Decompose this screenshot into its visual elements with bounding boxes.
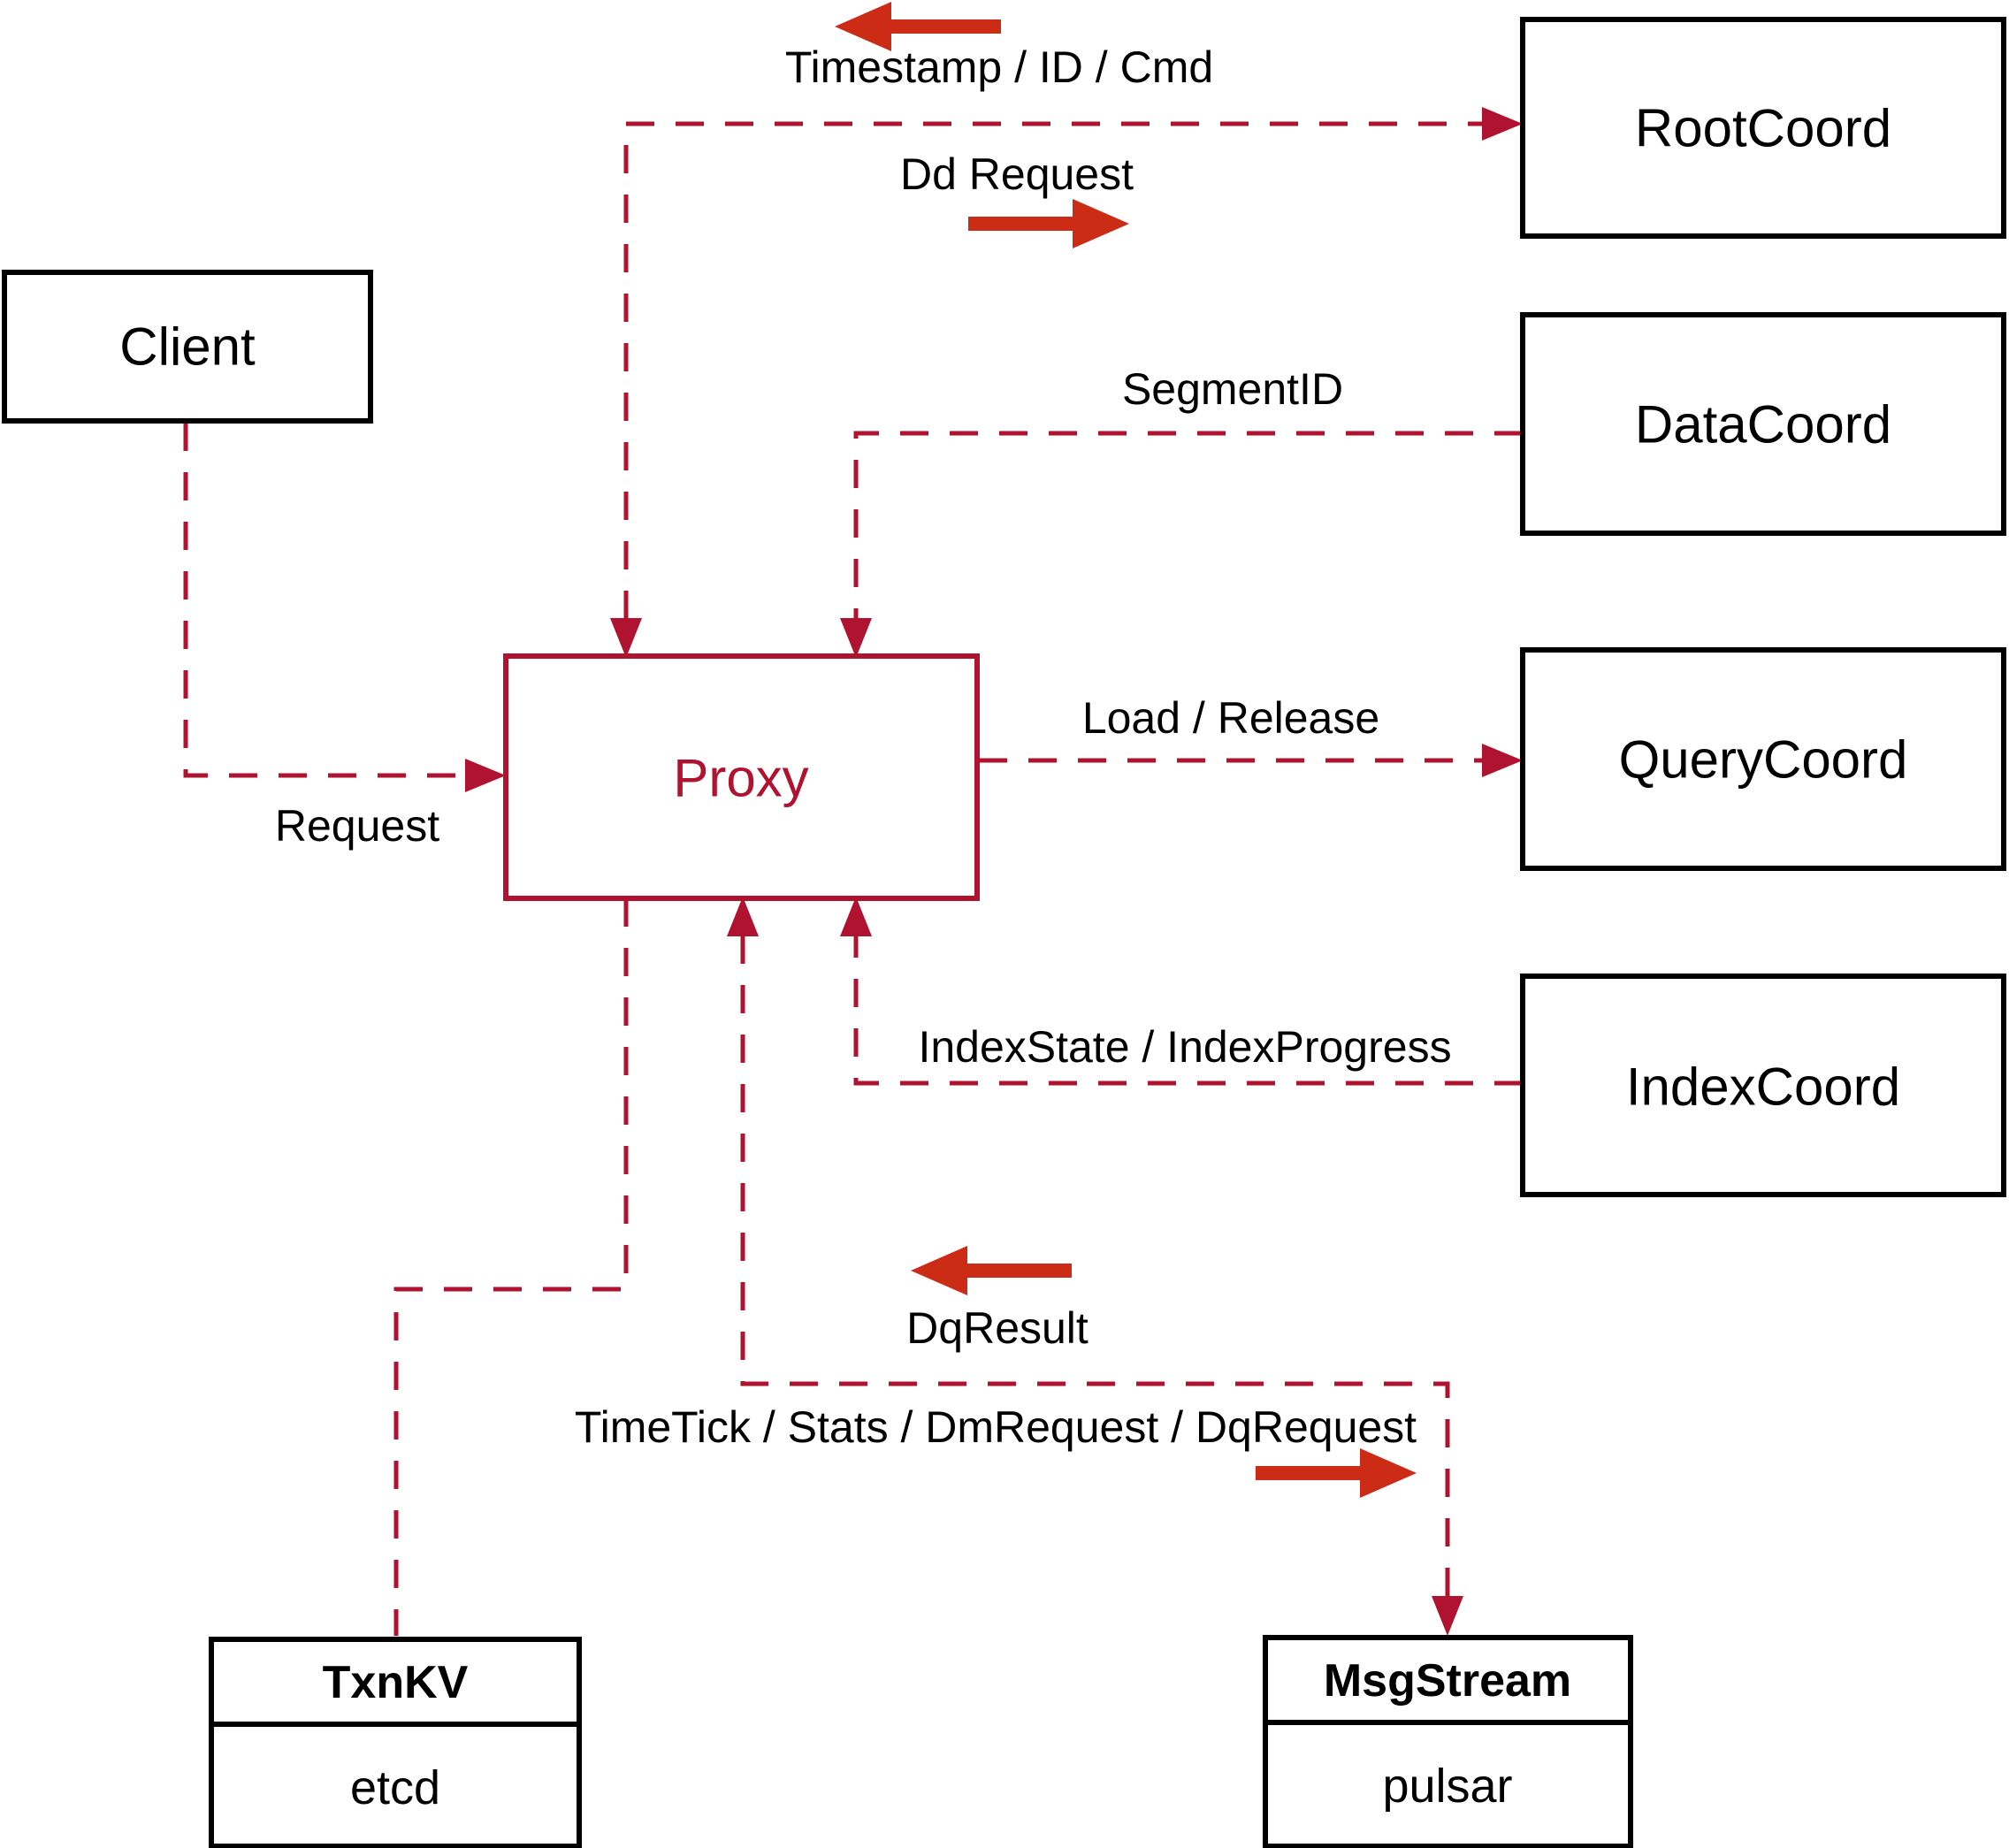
msgstream-impl-label: pulsar — [1382, 1760, 1512, 1813]
node-rootcoord: RootCoord — [1520, 17, 2006, 239]
node-msgstream: MsgStream pulsar — [1263, 1635, 1633, 1848]
node-proxy: Proxy — [503, 653, 980, 901]
edge-label-dq-result: DqResult — [906, 1303, 1089, 1353]
edge-label-dd-request: Dd Request — [900, 149, 1134, 199]
node-querycoord: QueryCoord — [1520, 647, 2006, 871]
client-label: Client — [119, 317, 256, 377]
proxy-label: Proxy — [673, 749, 808, 808]
client-box — [2, 270, 373, 424]
txnkv-title: TxnKV — [323, 1657, 469, 1708]
edge-label-timestamp-id-cmd: Timestamp / ID / Cmd — [785, 42, 1213, 92]
edge-label-load-release: Load / Release — [1082, 693, 1379, 743]
node-client: Client — [2, 270, 373, 424]
connector-datacoord-proxy — [840, 431, 1523, 658]
edge-label-index-state-progress: IndexState / IndexProgress — [918, 1022, 1451, 1072]
connector-proxy-rootcoord — [610, 107, 1523, 658]
arrowhead-up-into-proxy-bottom-right-icon — [840, 897, 872, 936]
arrow-left-timestamp-icon — [835, 2, 1001, 51]
connector-proxy-msgstream-line — [740, 935, 1450, 1597]
connector-proxy-querycoord — [979, 744, 1523, 777]
arrowhead-right-into-rootcoord-icon — [1482, 107, 1523, 141]
rootcoord-label: RootCoord — [1635, 99, 1891, 158]
edge-label-request: Request — [275, 801, 439, 851]
node-datacoord: DataCoord — [1520, 312, 2006, 536]
edge-label-segment-id: SegmentID — [1122, 364, 1343, 414]
datacoord-label: DataCoord — [1635, 395, 1891, 454]
arrow-right-dd-request-icon — [968, 199, 1129, 248]
msgstream-title: MsgStream — [1324, 1655, 1571, 1707]
arrow-right-timetick-icon — [1256, 1448, 1417, 1498]
node-indexcoord: IndexCoord — [1520, 974, 2006, 1197]
arrowhead-down-into-proxy-top-right-icon — [840, 618, 872, 658]
connector-proxy-msgstream — [727, 897, 1463, 1636]
connector-proxy-txnkv-line — [393, 898, 629, 1636]
indexcoord-label: IndexCoord — [1626, 1058, 1900, 1117]
msgstream-box — [1263, 1635, 1633, 1848]
querycoord-label: QueryCoord — [1619, 730, 1908, 790]
txnkv-box — [209, 1637, 582, 1848]
connector-proxy-rootcoord-line — [623, 121, 1484, 619]
arrowhead-up-into-proxy-bottom-left-icon — [727, 897, 759, 936]
arrowhead-down-into-msgstream-icon — [1432, 1596, 1463, 1636]
connector-client-proxy — [183, 423, 506, 792]
arrowhead-right-into-querycoord-icon — [1482, 744, 1523, 777]
txnkv-impl-label: etcd — [350, 1761, 440, 1814]
connector-proxy-txnkv — [393, 898, 629, 1636]
proxy-box — [503, 653, 980, 901]
connector-indexcoord-proxy — [840, 897, 1523, 1086]
indexcoord-box — [1520, 974, 2006, 1197]
datacoord-box — [1520, 312, 2006, 536]
rootcoord-box — [1520, 17, 2006, 239]
arrowhead-down-into-proxy-top-left-icon — [610, 618, 642, 658]
edge-label-timetick-stats: TimeTick / Stats / DmRequest / DqRequest — [575, 1402, 1417, 1452]
node-txnkv: TxnKV etcd — [209, 1637, 582, 1848]
querycoord-box — [1520, 647, 2006, 871]
arrowhead-right-into-proxy-left-icon — [465, 759, 506, 792]
connector-datacoord-proxy-line — [853, 431, 1523, 619]
connector-client-proxy-line — [183, 423, 469, 778]
connector-indexcoord-proxy-line — [853, 935, 1523, 1086]
arrow-left-dqresult-icon — [911, 1246, 1072, 1295]
